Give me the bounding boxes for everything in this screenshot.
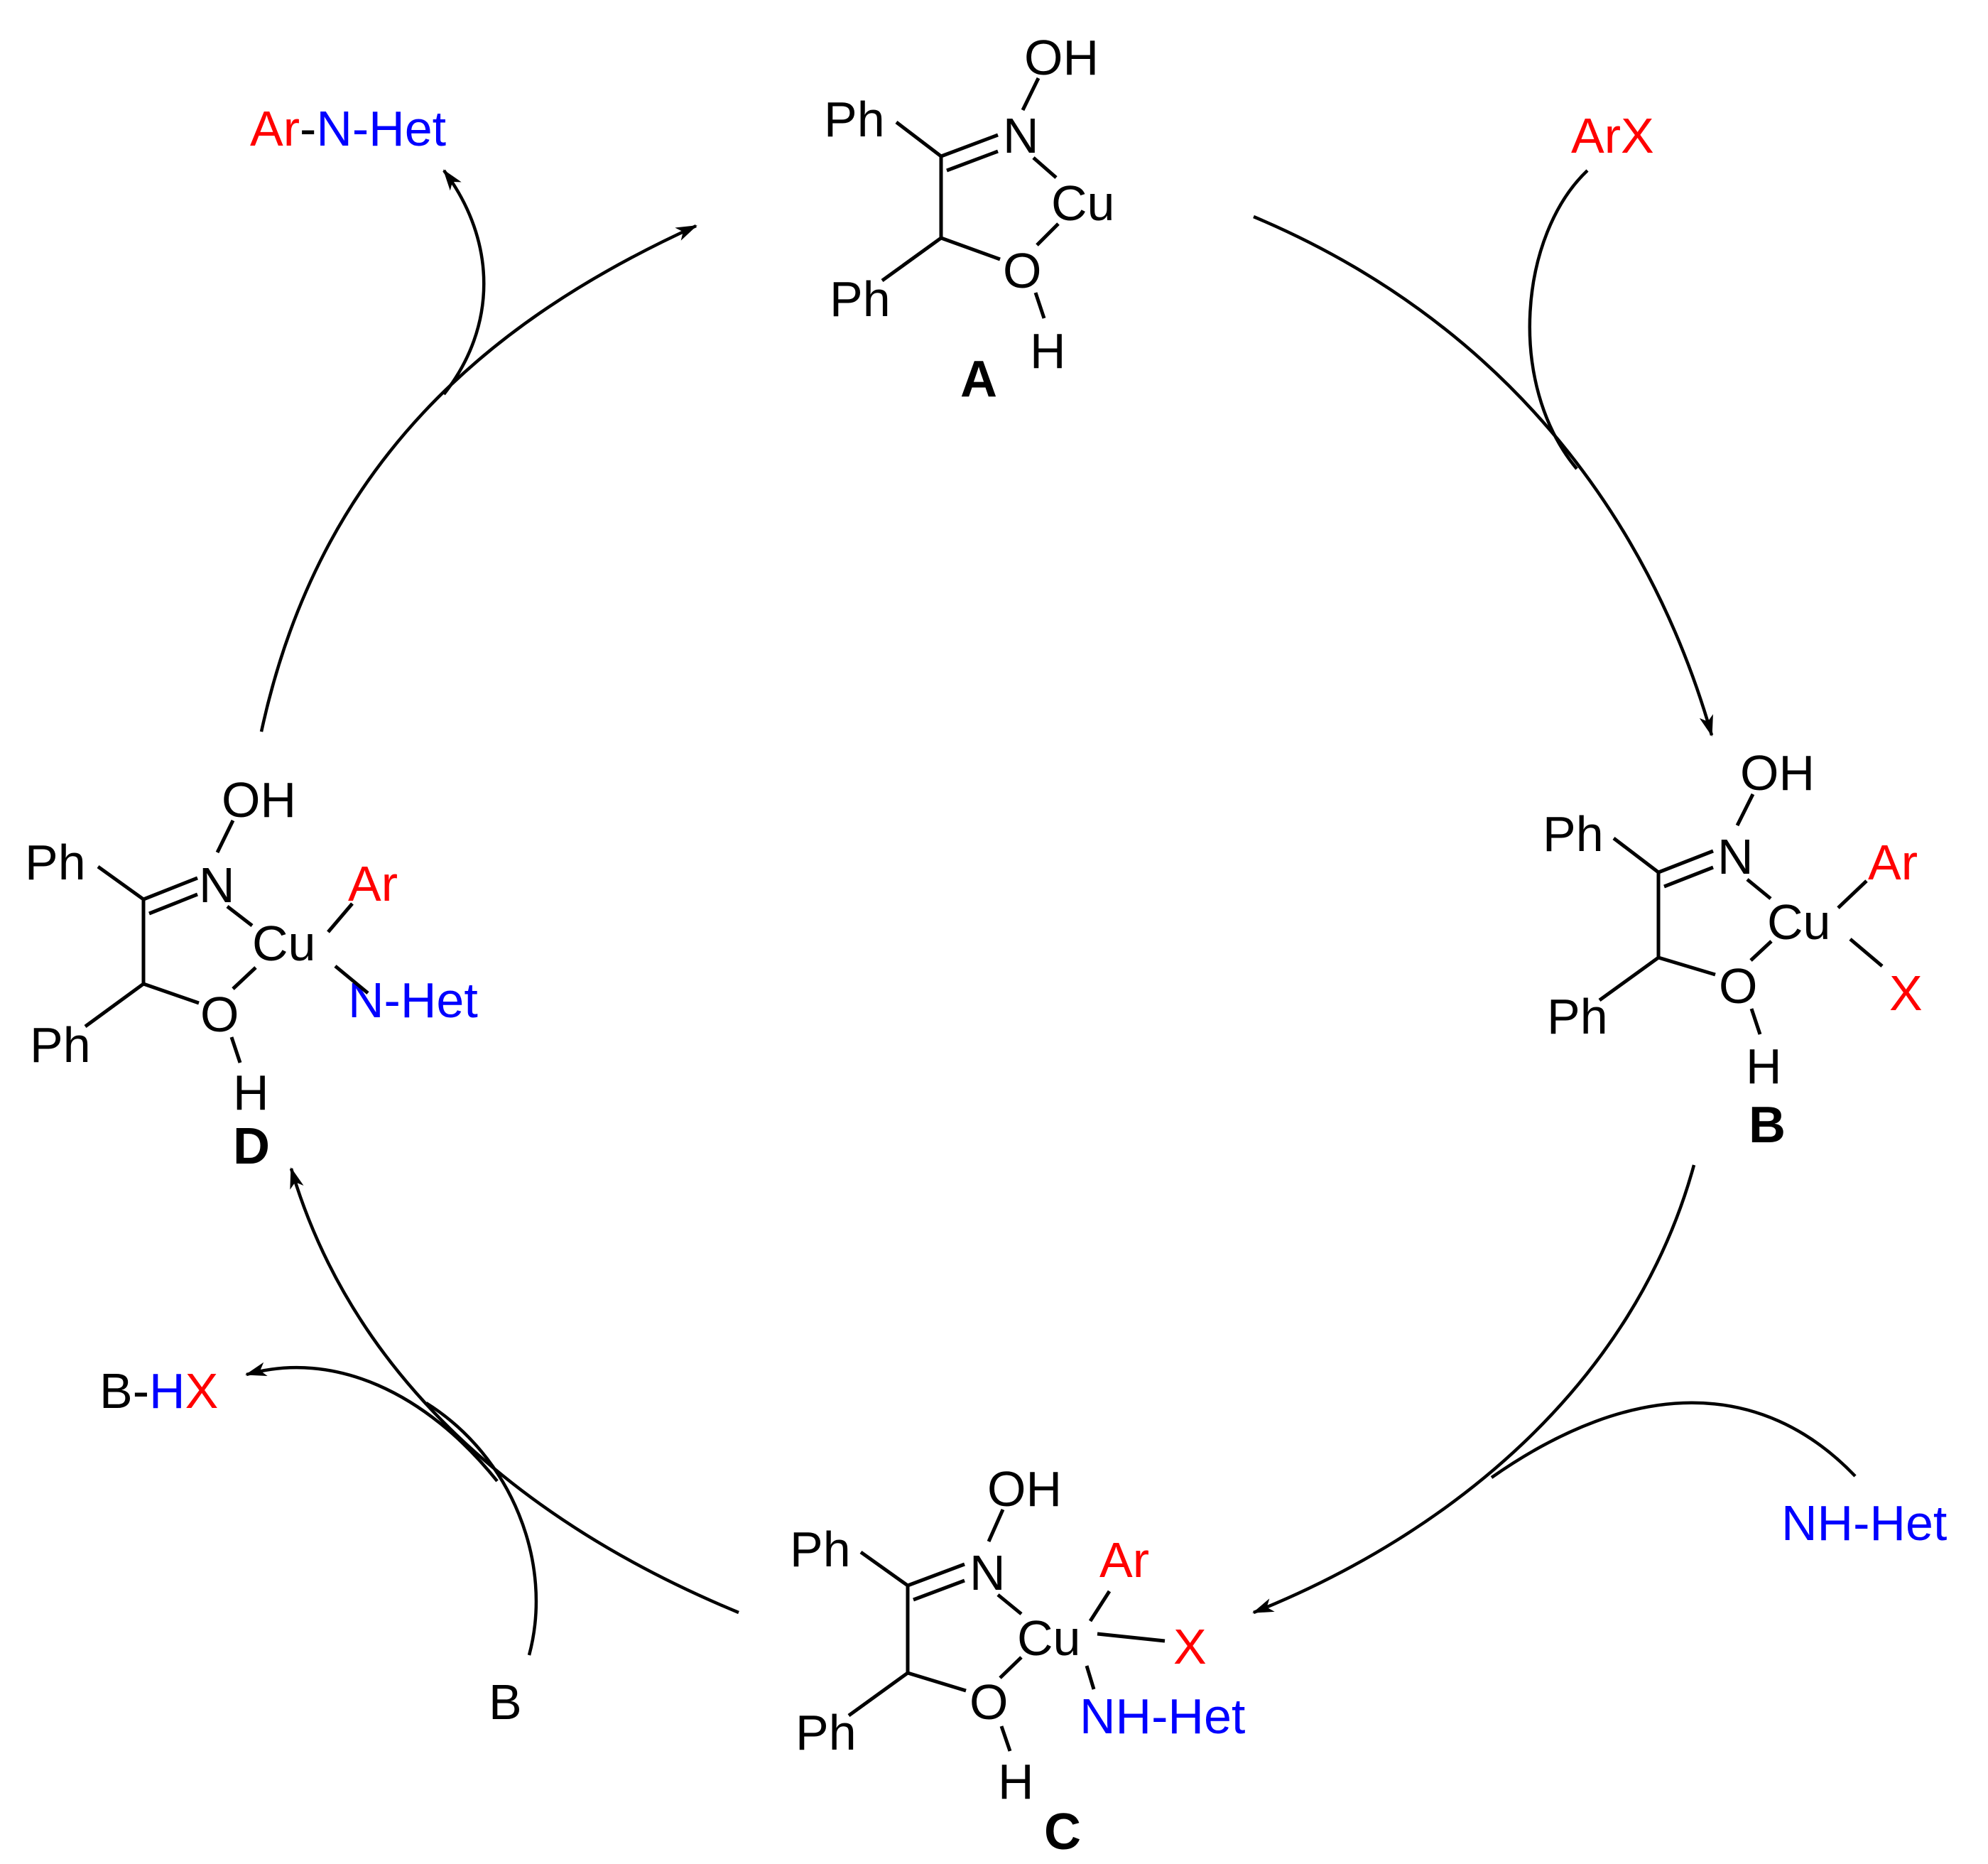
c-halide-ligand: X (1173, 1619, 1207, 1674)
b-halide-ligand: X (1889, 965, 1923, 1021)
b-copper: Cu (1767, 894, 1830, 950)
b-compound-label: B (1749, 1097, 1786, 1154)
b-oxime-n: N (1717, 829, 1754, 884)
a-hydroxyl-o: O (1003, 243, 1041, 298)
c-compound-label: C (1044, 1804, 1081, 1860)
b-aryl-ligand: Ar (1868, 835, 1918, 890)
c-hydroxyl-h: H (998, 1754, 1034, 1809)
byproduct-h-part: H (149, 1363, 185, 1419)
complex-d: Ph N OH Cu O Ph H Ar N-Het D (25, 772, 478, 1175)
arrow-c-to-d (289, 1167, 739, 1615)
a-hydroxyl-h: H (1030, 323, 1066, 379)
a-oxime-oh: OH (1024, 30, 1099, 85)
reagent-base: B (489, 1674, 522, 1730)
a-copper: Cu (1051, 175, 1114, 231)
product-outgoing-arrow (442, 169, 486, 396)
nh-het-incoming-curve (1490, 1401, 1857, 1479)
c-nh-het-ligand: NH-Het (1080, 1689, 1245, 1744)
product-aryl-part: Ar (250, 101, 300, 156)
a-phenyl-top: Ph (824, 92, 885, 147)
complex-a: Ph N OH Cu O Ph H A (824, 30, 1114, 408)
a-compound-label: A (960, 351, 997, 408)
c-aryl-ligand: Ar (1099, 1532, 1149, 1588)
c-hydroxyl-o: O (969, 1674, 1008, 1730)
d-oxime-oh: OH (222, 772, 296, 828)
b-phenyl-bottom: Ph (1547, 989, 1608, 1044)
byproduct-x-part: X (185, 1363, 219, 1419)
arrow-a-to-b (1253, 215, 1714, 737)
c-oxime-n: N (969, 1545, 1006, 1600)
product-dash-part: - (300, 101, 316, 156)
a-phenyl-bottom: Ph (830, 271, 891, 327)
byproduct-base-part: B- (99, 1363, 149, 1419)
c-phenyl-bottom: Ph (795, 1705, 857, 1760)
product-ar-n-het: Ar-N-Het (250, 101, 446, 156)
b-oxime-oh: OH (1740, 745, 1815, 801)
reagent-arx: ArX (1571, 108, 1654, 163)
byproduct-b-hx: B-HX (99, 1363, 218, 1419)
d-aryl-ligand: Ar (348, 856, 398, 911)
b-hydroxyl-h: H (1746, 1039, 1782, 1094)
reagent-nh-het: NH-Het (1781, 1495, 1947, 1551)
arx-incoming-curve (1528, 169, 1589, 470)
c-phenyl-top: Ph (790, 1522, 851, 1577)
b-hydroxyl-o: O (1719, 958, 1757, 1014)
d-phenyl-top: Ph (25, 835, 86, 890)
c-oxime-oh: OH (987, 1461, 1062, 1517)
d-oxime-n: N (199, 857, 235, 913)
arrow-b-to-c (1252, 1164, 1696, 1615)
d-compound-label: D (233, 1118, 270, 1175)
a-oxime-n: N (1003, 108, 1039, 163)
d-copper: Cu (252, 916, 315, 971)
d-n-het-ligand: N-Het (348, 972, 478, 1028)
d-phenyl-bottom: Ph (30, 1017, 91, 1073)
complex-b: Ph N OH Cu O Ph H Ar X B (1543, 745, 1923, 1154)
b-phenyl-top: Ph (1543, 806, 1604, 862)
complex-c: Ph N OH Cu O Ph H Ar X NH-Het C (790, 1461, 1245, 1860)
d-hydroxyl-h: H (233, 1065, 269, 1120)
d-hydroxyl-o: O (200, 987, 239, 1042)
base-incoming-curve (425, 1402, 538, 1656)
byproduct-outgoing-arrow (245, 1362, 499, 1483)
c-copper: Cu (1017, 1610, 1080, 1666)
arrow-d-to-a (259, 224, 697, 732)
product-nhet-part: N-Het (316, 101, 446, 156)
